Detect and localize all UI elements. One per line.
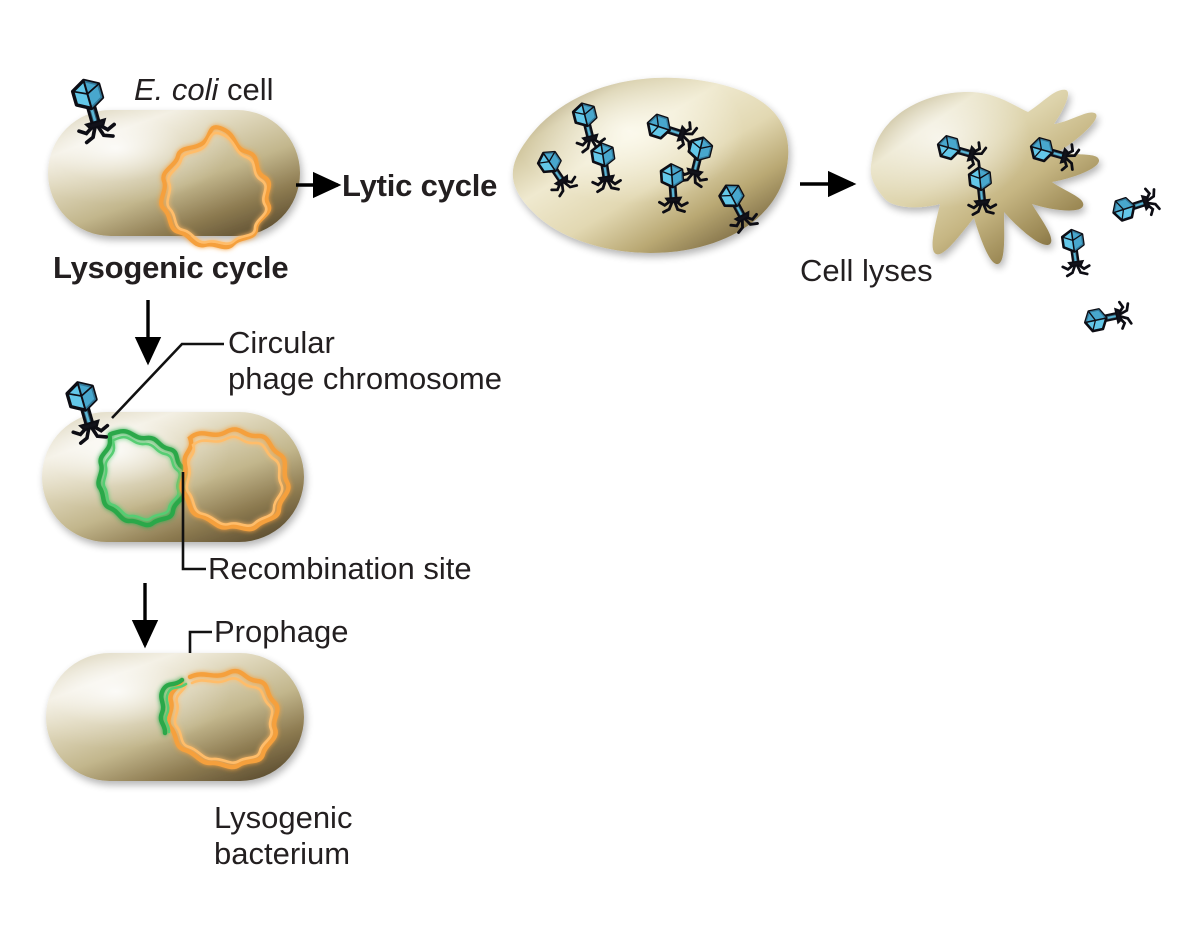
circular-phage-chromosome-label-line2: phage chromosome xyxy=(228,361,502,396)
ecoli-italic-text: E. coli xyxy=(134,72,219,107)
ecoli-rest-text: cell xyxy=(218,72,274,107)
lysogenic-cycle-label: Lysogenic cycle xyxy=(53,250,289,285)
recombination-site-label: Recombination site xyxy=(208,551,472,586)
bacterial-chromosome-1 xyxy=(159,125,272,250)
lysing-cell-group xyxy=(870,89,1163,338)
circular-phage-chromosome-label-line1: Circular xyxy=(228,325,335,360)
lysogenic-bacterium-label-line1: Lysogenic xyxy=(214,800,353,835)
infected-cell-group xyxy=(512,77,789,253)
ecoli-cell-label: E. coli cell xyxy=(134,72,274,109)
lytic-cycle-label: Lytic cycle xyxy=(342,168,498,203)
leader-line-circular-chromosome xyxy=(111,342,224,419)
circular-phage-chromosome xyxy=(96,429,188,528)
host-cell-group xyxy=(48,73,300,250)
prophage-label: Prophage xyxy=(214,614,349,649)
lysogenic-bacterium-label-line2: bacterium xyxy=(214,836,351,871)
leader-line-recombination-site xyxy=(181,472,206,571)
cell-lyses-label: Cell lyses xyxy=(800,253,933,288)
lysogenic-cell-group xyxy=(46,653,304,781)
integrating-cell-group xyxy=(42,376,304,542)
integrated-chromosome xyxy=(158,668,280,770)
